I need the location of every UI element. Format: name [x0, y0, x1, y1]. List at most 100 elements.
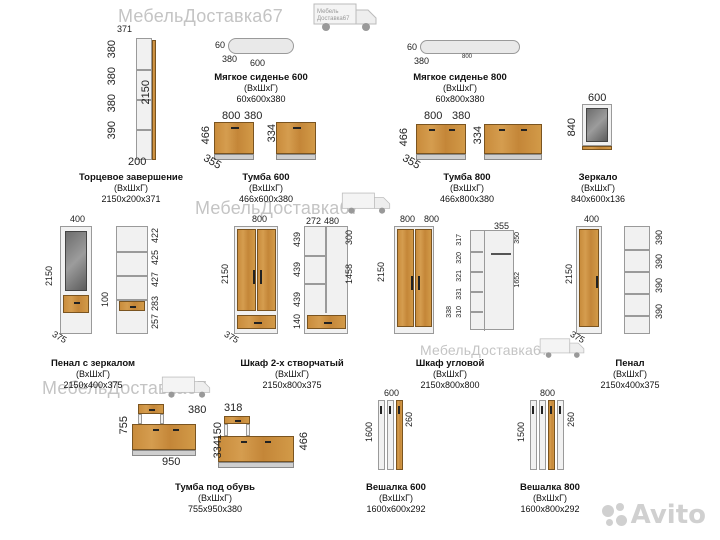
soft-seat-600-drawing: [228, 38, 294, 54]
dim-label: 390: [654, 254, 664, 270]
dim-label: 466: [398, 128, 410, 147]
dim-label: 300: [344, 230, 354, 246]
dim-label: 800: [222, 110, 241, 122]
end-unit-drawing: [118, 28, 178, 168]
dim-label: 600: [384, 388, 400, 398]
soft-seat-800-drawing: [420, 40, 520, 54]
dim-label: 140: [292, 314, 302, 330]
hanger-600-drawing: [372, 396, 422, 476]
dim-label: 2150: [220, 264, 230, 285]
dim-label: 390: [654, 304, 664, 320]
dim-label: 283: [150, 296, 160, 312]
dim-label: 380: [106, 94, 118, 113]
watermark-brand: МебельДоставка67: [195, 198, 360, 218]
dim-label: 427: [150, 272, 160, 288]
dim-label: 425: [150, 250, 160, 266]
dim-label: 1652: [514, 272, 521, 288]
dim-label: 320: [456, 252, 463, 264]
dim-label: 260: [566, 412, 576, 428]
dim-label: 380: [188, 404, 207, 416]
dim-label: 257: [150, 314, 160, 330]
dim-label: 331: [456, 288, 463, 300]
delivery-truck-icon: [539, 338, 585, 358]
delivery-truck-icon: Мебель Доставка67: [313, 3, 377, 31]
caption-end-unit: Торцевое завершение (ВхШхГ) 2150х200х371: [78, 172, 184, 204]
dim-label: 1500: [516, 422, 526, 443]
caption-hanger-600: Вешалка 600 (ВхШхГ) 1600х600х292: [366, 482, 426, 514]
dim-label: 600: [588, 92, 607, 104]
dim-label: 334: [472, 126, 484, 145]
dim-label: 200: [128, 156, 147, 168]
dim-label: 100: [100, 292, 110, 308]
delivery-truck-icon: [161, 376, 211, 398]
watermark-brand: МебельДоставка67: [420, 342, 549, 358]
svg-text:Мебель: Мебель: [317, 9, 338, 15]
dim-label: 380: [106, 40, 118, 59]
dim-label: 380: [414, 56, 430, 66]
dim-label: 260: [404, 412, 414, 428]
dim-label: 380: [244, 110, 263, 122]
hanger-800-drawing: [526, 396, 586, 476]
dim-label: 439: [292, 232, 302, 248]
caption-penal-with-mirror: Пенал с зеркалом (ВхШхГ) 2150х400х375: [50, 358, 136, 390]
penal-drawing: [576, 222, 660, 338]
shoe-cabinet-drawing: [128, 396, 318, 474]
dim-label: 439: [292, 262, 302, 278]
caption-seat-600: Мягкое сиденье 600 (ВхШхГ) 60х600х380: [214, 72, 308, 104]
dim-label: 350: [514, 232, 521, 244]
dim-label: 400: [584, 214, 600, 224]
dim-label: 1600: [364, 422, 374, 443]
avito-watermark: Avito: [601, 500, 706, 530]
delivery-truck-icon: [341, 192, 391, 214]
dim-label: 390: [654, 278, 664, 294]
dim-label: 60: [407, 42, 418, 52]
dim-label: 800: [540, 388, 556, 398]
dim-label: 310: [456, 306, 463, 318]
dim-label: 800: [424, 110, 443, 122]
dim-label: 371: [117, 24, 133, 34]
caption-wardrobe-2-door: Шкаф 2-х створчатый (ВхШхГ) 2150х800х375: [240, 358, 344, 390]
caption-penal: Пенал (ВхШхГ) 2150х400х375: [600, 358, 660, 390]
dim-label: 600: [250, 58, 266, 68]
dim-label: 1458: [344, 264, 354, 285]
dim-label: 60: [215, 40, 226, 50]
dim-label: 466: [200, 126, 212, 145]
mirror-drawing: [582, 104, 612, 150]
dim-label: 800: [400, 214, 416, 224]
dim-label: 380: [222, 54, 238, 64]
dim-label: 422: [150, 228, 160, 244]
dim-label: 150: [212, 422, 224, 441]
dim-label: 334: [266, 124, 278, 143]
dim-label: 338: [446, 306, 453, 318]
dim-label: 2150: [140, 80, 152, 105]
avito-logo-icon: [601, 502, 628, 529]
tumba-800-drawing: [410, 118, 550, 166]
watermark-brand: МебельДоставка67: [118, 6, 283, 26]
dim-label: 390: [654, 230, 664, 246]
wardrobe-2-door-drawing: [232, 222, 352, 338]
svg-text:Доставка67: Доставка67: [317, 16, 350, 22]
corner-wardrobe-drawing: [388, 222, 528, 338]
dim-label: 480: [324, 216, 340, 226]
dim-label: 755: [118, 416, 130, 435]
dim-label: 840: [566, 118, 578, 137]
dim-label: 400: [70, 214, 86, 224]
caption-corner-wardrobe: Шкаф угловой (ВхШхГ) 2150х800х800: [415, 358, 485, 390]
dim-label: 800: [424, 214, 440, 224]
caption-mirror: Зеркало (ВхШхГ) 840х600х136: [570, 172, 626, 204]
dim-label: 272: [306, 216, 322, 226]
dim-label: 355: [494, 221, 510, 231]
dim-label: 2150: [564, 264, 574, 285]
dim-label: 800: [252, 214, 268, 224]
dim-label: 2150: [376, 262, 386, 283]
dim-label: 317: [456, 234, 463, 246]
dim-label: 2150: [44, 266, 54, 287]
dim-label: 380: [452, 110, 471, 122]
caption-seat-800: Мягкое сиденье 800 (ВхШхГ) 60х800х380: [413, 72, 507, 104]
dim-label: 380: [106, 67, 118, 86]
penal-with-mirror-drawing: [58, 222, 156, 338]
dim-label: 334: [212, 440, 224, 459]
caption-shoe-cabinet: Тумба под обувь (ВхШхГ) 755х950х380: [175, 482, 255, 514]
dim-label: 321: [456, 270, 463, 282]
dim-label: 466: [298, 432, 310, 451]
